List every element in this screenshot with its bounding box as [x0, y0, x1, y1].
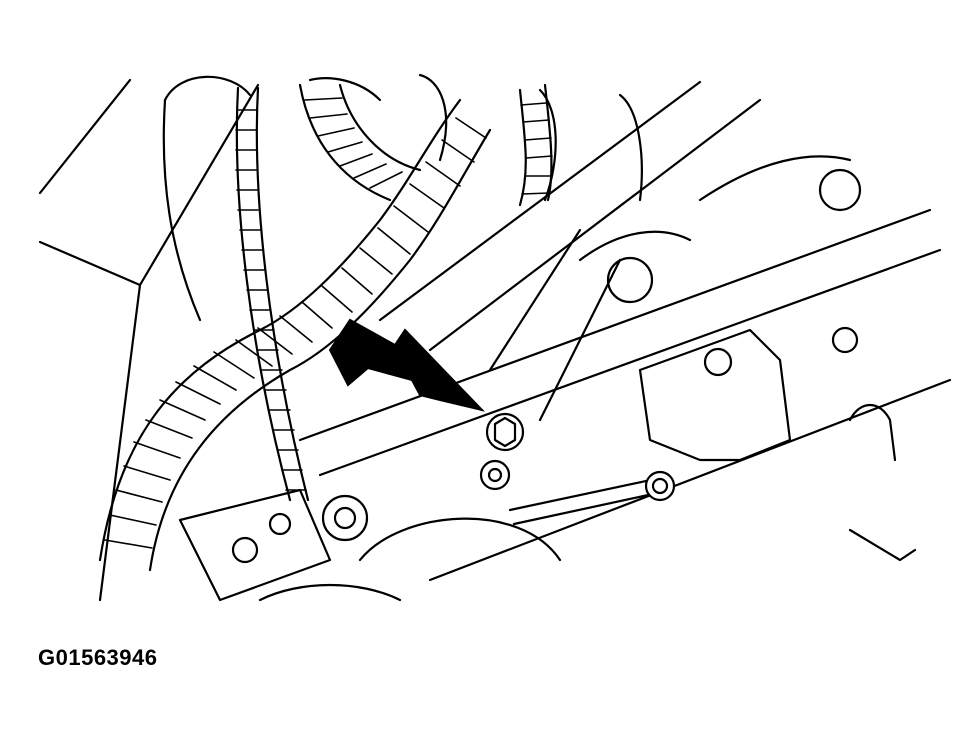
figure-code: G01563946 — [38, 645, 158, 670]
thin-wire-conduit — [235, 86, 310, 502]
linkage-rod — [508, 470, 676, 526]
corrugated-harness-large — [98, 98, 492, 572]
engine-block — [298, 155, 952, 582]
arrow-pointer-icon — [328, 318, 486, 412]
mounting-bolt — [479, 412, 525, 491]
corrugated-harness-upper — [298, 83, 553, 207]
left-frame — [38, 78, 260, 602]
upper-housing — [162, 73, 643, 322]
right-bracket-plate — [638, 328, 917, 562]
harness-ridges — [104, 117, 487, 549]
support-rod — [378, 80, 762, 422]
lower-bracket — [178, 488, 562, 602]
